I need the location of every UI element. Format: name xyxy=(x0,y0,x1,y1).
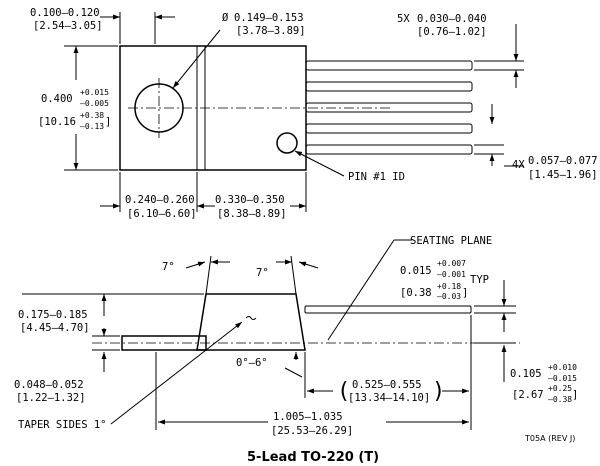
lead-thk-mm-close: ] xyxy=(462,287,468,299)
standoff-mm-minus: –0.38 xyxy=(548,395,572,404)
dim-right-mm: [8.38–8.89] xyxy=(217,208,287,220)
dim-right-in: 0.330–0.350 xyxy=(215,194,285,206)
angle-right: 7° xyxy=(256,267,269,279)
lead xyxy=(305,60,473,71)
lead-width-in: 0.030–0.040 xyxy=(417,13,487,25)
lead-len-mm: [13.34–14.10] xyxy=(348,392,430,404)
tab-thk-in: 0.048–0.052 xyxy=(14,379,84,391)
lead-thk-mm-plus: +0.18 xyxy=(437,282,461,291)
standoff-mm-close: ] xyxy=(572,389,578,401)
leads-top xyxy=(305,60,473,155)
lead xyxy=(305,123,473,134)
lead-len-close: ) xyxy=(432,379,445,404)
standoff-mm-nom: [2.67 xyxy=(512,389,544,401)
height-tol-minus: –0.005 xyxy=(80,99,109,108)
revision-label: T05A (REV J) xyxy=(524,434,575,443)
hole-dia-symbol: Ø xyxy=(222,12,229,24)
tab-width-in: 0.100–0.120 xyxy=(30,7,100,19)
lead-len-in: 0.525–0.555 xyxy=(352,379,422,391)
lead-thk-minus: –0.001 xyxy=(437,270,466,279)
lead xyxy=(305,102,473,113)
height-mm-plus: +0.38 xyxy=(80,111,104,120)
lead-thk-typ: TYP xyxy=(470,274,489,286)
height-mm-nom: [10.16 xyxy=(38,116,76,128)
pin1-label: PIN #1 ID xyxy=(348,171,405,183)
standoff-nom: 0.105 xyxy=(510,368,542,380)
package-caption: 5-Lead TO-220 (T) xyxy=(247,450,379,465)
side-view: SEATING PLANE 7° 7° 0.015 +0.007 –0.001 … xyxy=(14,235,578,437)
lead-thk-mm-minus: –0.03 xyxy=(437,292,461,301)
height-tol-plus: +0.015 xyxy=(80,88,109,97)
lead-thk-nom: 0.015 xyxy=(400,265,432,277)
standoff-mm-plus: +0.25 xyxy=(548,384,572,393)
angle-range: 0°–6° xyxy=(236,357,268,369)
body-h-in: 0.175–0.185 xyxy=(18,309,88,321)
dim-left-in: 0.240–0.260 xyxy=(125,194,195,206)
top-view: 0.100–0.120 [2.54–3.05] Ø 0.149–0.153 [3… xyxy=(30,7,598,220)
height-mm-close: ] xyxy=(105,116,111,128)
side-body-outline xyxy=(196,293,306,351)
lead xyxy=(305,81,473,92)
lead xyxy=(305,144,473,155)
pitch-mm: [1.45–1.96] xyxy=(528,169,598,181)
lead-thk-mm-nom: [0.38 xyxy=(400,287,432,299)
hole-dia-in: 0.149–0.153 xyxy=(234,12,304,24)
angle-left: 7° xyxy=(162,261,175,273)
tab-thk-mm: [1.22–1.32] xyxy=(16,392,86,404)
lead-thk-plus: +0.007 xyxy=(437,259,466,268)
standoff-plus: +0.010 xyxy=(548,363,577,372)
body-h-mm: [4.45–4.70] xyxy=(20,322,90,334)
overall-in: 1.005–1.035 xyxy=(273,411,343,423)
pitch-in: 0.057–0.077 xyxy=(528,155,598,167)
hole-dia-mm: [3.78–3.89] xyxy=(236,25,306,37)
height-mm-minus: –0.13 xyxy=(80,122,104,131)
standoff-minus: –0.015 xyxy=(548,374,577,383)
lead-width-prefix: 5X xyxy=(397,13,410,25)
lead-len-open: ( xyxy=(337,379,350,404)
seating-plane-label: SEATING PLANE xyxy=(410,235,492,247)
side-lead xyxy=(304,305,472,314)
dim-left-mm: [6.10–6.60] xyxy=(127,208,197,220)
height-nom: 0.400 xyxy=(41,93,73,105)
overall-mm: [25.53–26.29] xyxy=(271,425,353,437)
taper-label: TAPER SIDES 1° xyxy=(18,419,107,431)
tab-width-mm: [2.54–3.05] xyxy=(33,20,103,32)
pin1-id-mark xyxy=(276,132,298,154)
lead-width-mm: [0.76–1.02] xyxy=(417,26,487,38)
pitch-prefix: 4X xyxy=(512,159,525,171)
